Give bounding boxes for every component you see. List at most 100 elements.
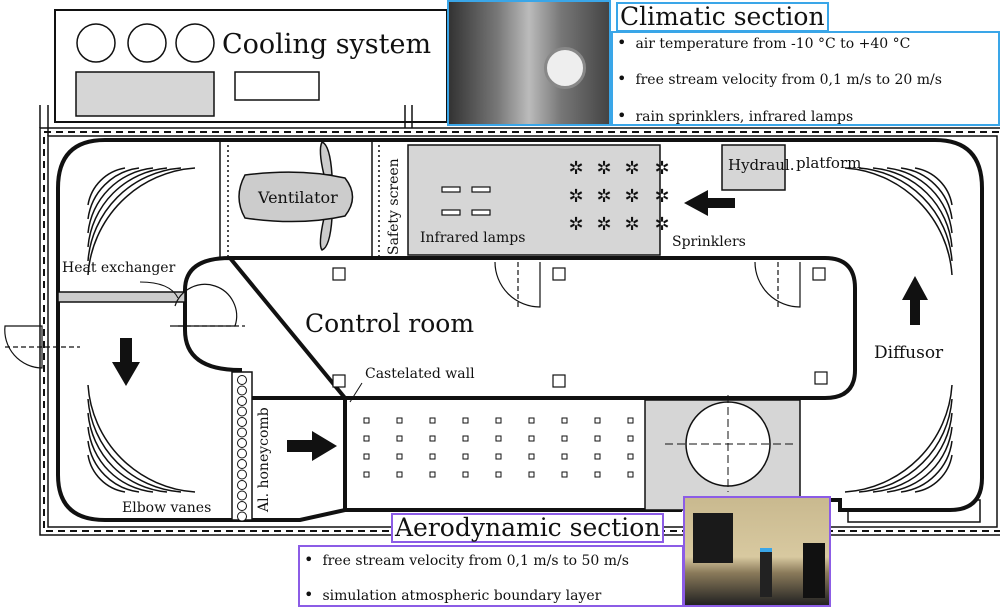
arrow-down-icon [112,338,140,386]
turning-vane [87,167,154,234]
fan-icon [544,47,586,89]
turning-vane [87,167,168,248]
sprinkler-icons: ✲✲✲✲ ✲✲✲✲ ✲✲✲✲ [568,158,669,235]
roughness-element [528,435,535,442]
roughness-element [528,417,535,424]
honeycomb-cell [237,406,247,417]
platform-label: platform [796,154,861,172]
climatic-section-title: Climatic section [616,2,829,32]
aerodynamic-section-bullets: free stream velocity from 0,1 m/s to 50 … [298,545,684,607]
turning-vane [87,426,154,493]
roughness-element [429,453,436,460]
arrow-right-icon [287,431,337,461]
heat-exchanger-label: Heat exchanger [62,260,176,276]
elbow-vanes-label: Elbow vanes [122,500,211,516]
roughness-element [363,471,370,478]
honeycomb-cell [237,480,247,490]
roughness-element [462,417,469,424]
honeycomb-cell [237,427,247,438]
hydraul-label: Hydraul. [728,156,795,174]
svg-text:✲: ✲ [624,214,639,235]
turning-vane [87,440,140,493]
turning-vane [886,426,953,493]
turning-vane [87,167,196,276]
safety-screen-label: Safety screen [386,158,402,255]
infrared-lamps-label: Infrared lamps [420,230,525,246]
svg-text:✲: ✲ [596,214,611,235]
honeycomb [231,371,253,522]
cooling-system: Cooling system [54,9,448,123]
roughness-element [594,453,601,460]
partitions [219,140,380,258]
turning-vane [858,167,953,262]
roughness-element [561,417,568,424]
turning-vane [87,167,126,206]
turning-vane [844,167,953,276]
turning-vane [914,167,953,206]
honeycomb-cell [237,469,247,480]
honeycomb-cell [237,417,247,427]
svg-text:✲: ✲ [596,186,611,207]
honeycomb-cell [237,490,247,501]
turning-vane [914,454,953,493]
honeycomb-cell [237,438,247,448]
turning-vane [87,454,126,493]
roughness-element [429,471,436,478]
roughness-element [495,417,502,424]
roughness-element [363,453,370,460]
honeycomb-cell [237,396,247,406]
turning-vane [87,398,182,493]
roughness-element [528,453,535,460]
roughness-element [396,435,403,442]
svg-text:✲: ✲ [654,158,669,179]
bullet-item: air temperature from -10 °C to +40 °C [617,33,910,52]
honeycomb-cell [237,448,247,459]
turning-vane [87,167,182,262]
honeycomb-cell [237,501,247,511]
roughness-element [594,471,601,478]
ventilator: Ventilator [238,141,354,251]
cooling-system-label: Cooling system [222,29,431,60]
roughness-element [561,453,568,460]
svg-text:✲: ✲ [596,158,611,179]
sprinklers-label: Sprinklers [672,234,746,250]
svg-text:✲: ✲ [654,214,669,235]
heat-exchanger [57,291,186,303]
svg-text:✲: ✲ [568,214,583,235]
turning-vanes [87,167,953,493]
aerodynamic-section-photo [683,496,831,607]
roughness-element [627,435,634,442]
turning-vane [872,167,953,248]
svg-text:✲: ✲ [624,186,639,207]
roughness-element [627,417,634,424]
climatic-chamber: ✲✲✲✲ ✲✲✲✲ ✲✲✲✲ Infrared lamps [407,144,670,256]
roughness-element [627,453,634,460]
turning-vane [900,167,953,220]
honeycomb-cell [237,511,247,522]
roughness-element [363,435,370,442]
aerodynamic-test-section [363,395,801,511]
climatic-section-bullets: air temperature from -10 °C to +40 °C fr… [611,31,1000,126]
turning-vane [872,412,953,493]
turning-vane [844,384,953,493]
diffusor-label: Diffusor [874,343,944,363]
turning-vane [87,384,196,493]
arrow-up-icon [902,276,928,325]
roughness-element [594,435,601,442]
svg-text:✲: ✲ [568,158,583,179]
roughness-element [594,417,601,424]
roughness-element [495,435,502,442]
roughness-element [561,435,568,442]
roughness-element [363,417,370,424]
roughness-element [396,417,403,424]
turning-vane [900,440,953,493]
svg-text:✲: ✲ [654,186,669,207]
al-honeycomb-label: Al. honeycomb [256,407,272,513]
roughness-element [462,453,469,460]
honeycomb-cell [237,375,247,385]
honeycomb-cell [237,459,247,469]
roughness-element [462,435,469,442]
turning-vane [858,398,953,493]
infrared-lamp-icons [441,186,491,216]
